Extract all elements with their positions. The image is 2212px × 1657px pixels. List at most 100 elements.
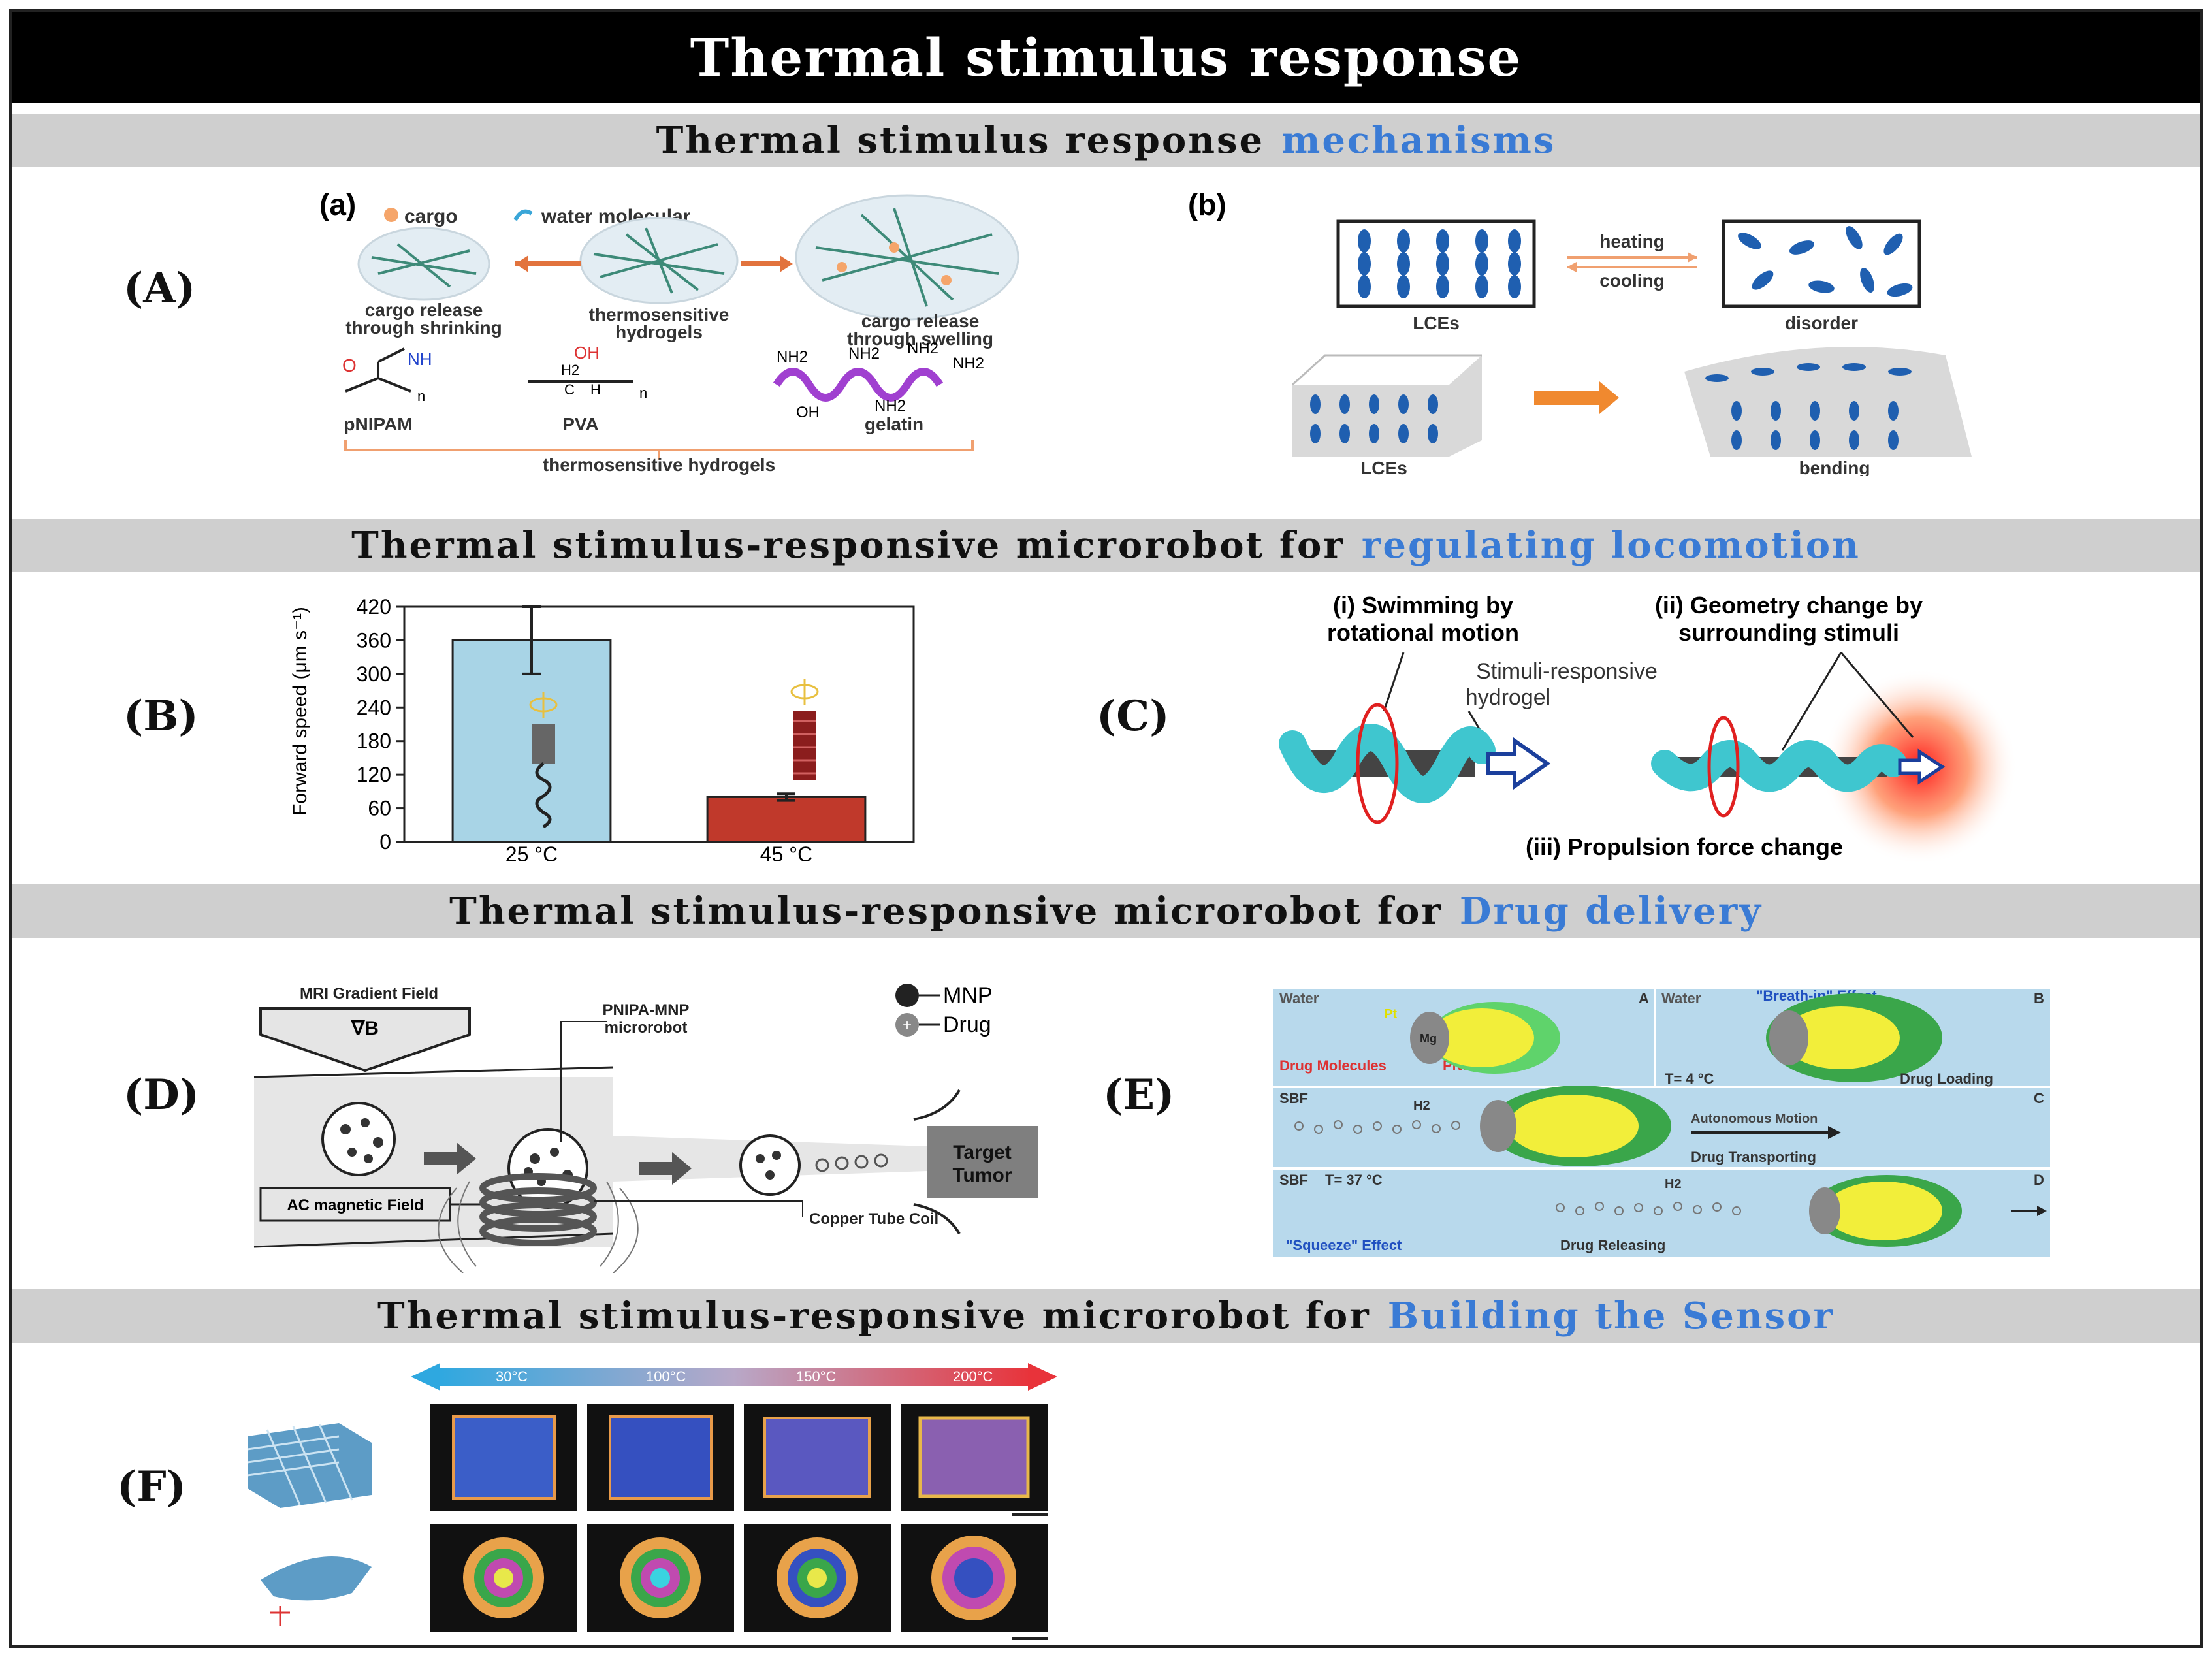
svg-text:Autonomous Motion: Autonomous Motion: [1691, 1112, 1818, 1126]
svg-text:rotational motion: rotational motion: [1327, 619, 1519, 646]
svg-text:Water: Water: [1279, 990, 1319, 1006]
rotation-arrow-left: [1356, 703, 1399, 824]
mri-gradient-arrow: [259, 1007, 471, 1072]
mri-delivery-diagram: MRI Gradient Field ∇B PNIPA-MNP microrob…: [253, 983, 1038, 1273]
y-tick-label: 300: [357, 662, 391, 686]
y-tick-label: 180: [357, 730, 391, 753]
svg-text:Target: Target: [953, 1142, 1011, 1163]
y-tick-label: 240: [357, 696, 391, 719]
svg-text:NH2: NH2: [777, 348, 808, 366]
section-bar-sensor: Thermal stimulus-responsive microrobot f…: [12, 1289, 2200, 1343]
svg-text:OH: OH: [574, 343, 600, 362]
svg-text:NH2: NH2: [953, 355, 984, 372]
polymer-gelatin: gelatin: [865, 414, 923, 434]
forward-speed-chart: Forward speed (μm s⁻¹) 0 60 120 180 240 300 36…: [289, 595, 915, 861]
error-bar-1: [777, 792, 795, 802]
y-axis-ticks: 0 60 120 180 240 300 360 420: [357, 595, 404, 854]
cone-sample: [261, 1556, 372, 1601]
svg-text:T= 37 °C: T= 37 °C: [1325, 1172, 1383, 1188]
drug-legend-icon: [895, 1013, 919, 1037]
target-tumor: [927, 1126, 1038, 1198]
svg-text:bending: bending: [1799, 458, 1870, 476]
panel-label-b: (B): [123, 692, 199, 741]
svg-text:NH: NH: [408, 349, 432, 369]
svg-text:surrounding stimuli: surrounding stimuli: [1678, 619, 1899, 646]
thermal-sensor-figure: 30°C 100°C 150°C 200°C: [247, 1363, 1057, 1640]
svg-text:MNP: MNP: [943, 983, 993, 1008]
svg-text:150°C: 150°C: [796, 1368, 837, 1385]
y-tick-label: 0: [379, 830, 391, 854]
robot-cluster-1: [321, 1102, 396, 1176]
svg-text:Water: Water: [1661, 990, 1701, 1006]
y-tick-label: 360: [357, 628, 391, 652]
svg-text:NH2: NH2: [874, 397, 906, 415]
error-bar-0: [522, 605, 541, 675]
lattice-thermal-images: [430, 1404, 1048, 1516]
x-category-label: 45 °C: [760, 843, 812, 861]
y-tick-label: 420: [357, 595, 391, 619]
svg-text:Tumor: Tumor: [952, 1165, 1012, 1186]
y-axis-label: Forward speed (μm s⁻¹): [289, 607, 311, 816]
section-highlight: regulating locomotion: [1361, 524, 1861, 567]
rotation-arrow-right: [1707, 716, 1740, 818]
flow-arrow-2: [639, 1152, 692, 1185]
svg-text:MRI Gradient Field: MRI Gradient Field: [300, 985, 438, 1003]
x-category-label: 25 °C: [505, 843, 558, 861]
section-prefix: Thermal stimulus-responsive microrobot f…: [449, 890, 1443, 933]
svg-text:Drug Transporting: Drug Transporting: [1691, 1149, 1816, 1165]
svg-text:through shrinking: through shrinking: [345, 317, 502, 338]
fig-a-label: (a): [319, 187, 356, 221]
svg-text:hydrogel: hydrogel: [1466, 685, 1550, 710]
svg-text:hydrogels: hydrogels: [615, 322, 703, 342]
svg-text:(i) Swimming by: (i) Swimming by: [1333, 592, 1513, 619]
panel-label-a: (A): [123, 264, 196, 313]
panel-label-f: (F): [117, 1462, 186, 1511]
svg-text:A: A: [1639, 990, 1649, 1006]
svg-text:H: H: [590, 381, 601, 398]
svg-text:OH: OH: [796, 404, 820, 421]
svg-text:(ii) Geometry change by: (ii) Geometry change by: [1655, 592, 1923, 619]
svg-text:O: O: [342, 355, 357, 376]
robot-illustrations: [529, 679, 819, 829]
svg-text:H2: H2: [561, 362, 579, 378]
fig-b-label: (b): [1188, 187, 1226, 221]
svg-text:LCEs: LCEs: [1360, 458, 1407, 476]
svg-text:SBF: SBF: [1279, 1172, 1308, 1188]
water-legend-icon: [513, 209, 533, 221]
svg-text:(iii) Propulsion force change: (iii) Propulsion force change: [1526, 833, 1843, 860]
group-label: thermosensitive hydrogels: [543, 455, 775, 475]
section-highlight: mechanisms: [1281, 119, 1556, 162]
svg-text:AC magnetic Field: AC magnetic Field: [287, 1197, 423, 1214]
svg-text:+: +: [903, 1016, 912, 1034]
section-bar-locomotion: Thermal stimulus-responsive microrobot f…: [12, 519, 2200, 572]
svg-text:D: D: [2034, 1172, 2044, 1188]
section-prefix: Thermal stimulus-responsive microrobot f…: [351, 524, 1345, 567]
motor-a-mg: [1410, 1012, 1449, 1064]
svg-text:microrobot: microrobot: [605, 1019, 688, 1037]
svg-text:B: B: [2034, 990, 2044, 1006]
gelatin-chain: [773, 368, 944, 402]
svg-text:"Squeeze" Effect: "Squeeze" Effect: [1286, 1237, 1402, 1253]
cone-thermal-images: [430, 1524, 1048, 1640]
y-tick-label: 60: [368, 797, 391, 820]
flow-arrow-1: [424, 1142, 476, 1175]
svg-text:Drug Releasing: Drug Releasing: [1560, 1237, 1665, 1253]
svg-text:n: n: [639, 385, 647, 401]
svg-text:heating: heating: [1599, 231, 1665, 251]
helix-swimmer-diagram: (i) Swimming by rotational motion (ii) G…: [1279, 592, 2017, 865]
temperature-bar: [437, 1368, 1031, 1386]
svg-text:disorder: disorder: [1785, 313, 1858, 333]
cargo-legend-dot: [384, 208, 398, 222]
main-title: Thermal stimulus response: [12, 12, 2200, 103]
svg-text:cooling: cooling: [1599, 270, 1665, 291]
svg-text:C: C: [2034, 1090, 2044, 1106]
lce-block: [1292, 355, 1482, 457]
svg-text:Drug Molecules: Drug Molecules: [1279, 1057, 1387, 1074]
svg-text:n: n: [417, 388, 425, 404]
svg-text:through swelling: through swelling: [847, 329, 993, 349]
section-prefix: Thermal stimulus response: [656, 119, 1265, 162]
y-tick-label: 120: [357, 763, 391, 786]
robot-cluster-3: [739, 1134, 801, 1196]
section-highlight: Drug delivery: [1459, 890, 1763, 933]
svg-text:30°C: 30°C: [496, 1368, 528, 1385]
